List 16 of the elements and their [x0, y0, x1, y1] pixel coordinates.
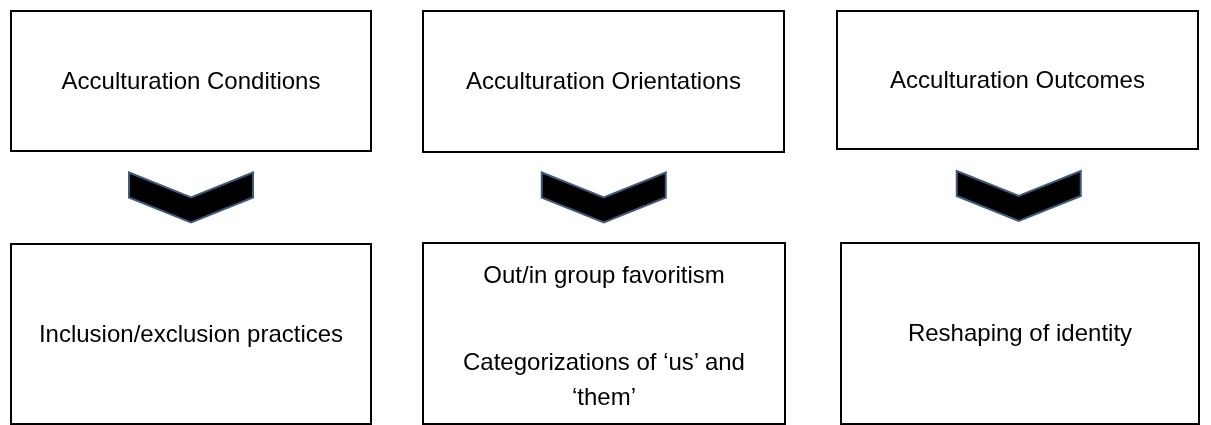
process-box — [836, 10, 1199, 150]
process-box — [10, 243, 372, 425]
process-box — [840, 242, 1200, 425]
box-label: Acculturation Outcomes — [890, 64, 1145, 95]
process-box — [422, 10, 785, 153]
chevron-arrow — [128, 171, 254, 224]
box-label: Out/in group favoritism — [483, 260, 725, 290]
chevron-arrow — [955, 169, 1082, 223]
box-label: Inclusion/exclusion practices — [38, 318, 344, 349]
box-label: Reshaping of identity — [907, 318, 1133, 349]
process-box — [10, 10, 372, 152]
chevron-arrow — [540, 171, 667, 224]
box-label: Acculturation Conditions — [61, 65, 321, 96]
process-box — [422, 242, 786, 425]
box-label: Categorizations of ‘us’ and ‘them’ — [462, 347, 746, 413]
box-label: Acculturation Orientations — [466, 66, 741, 97]
